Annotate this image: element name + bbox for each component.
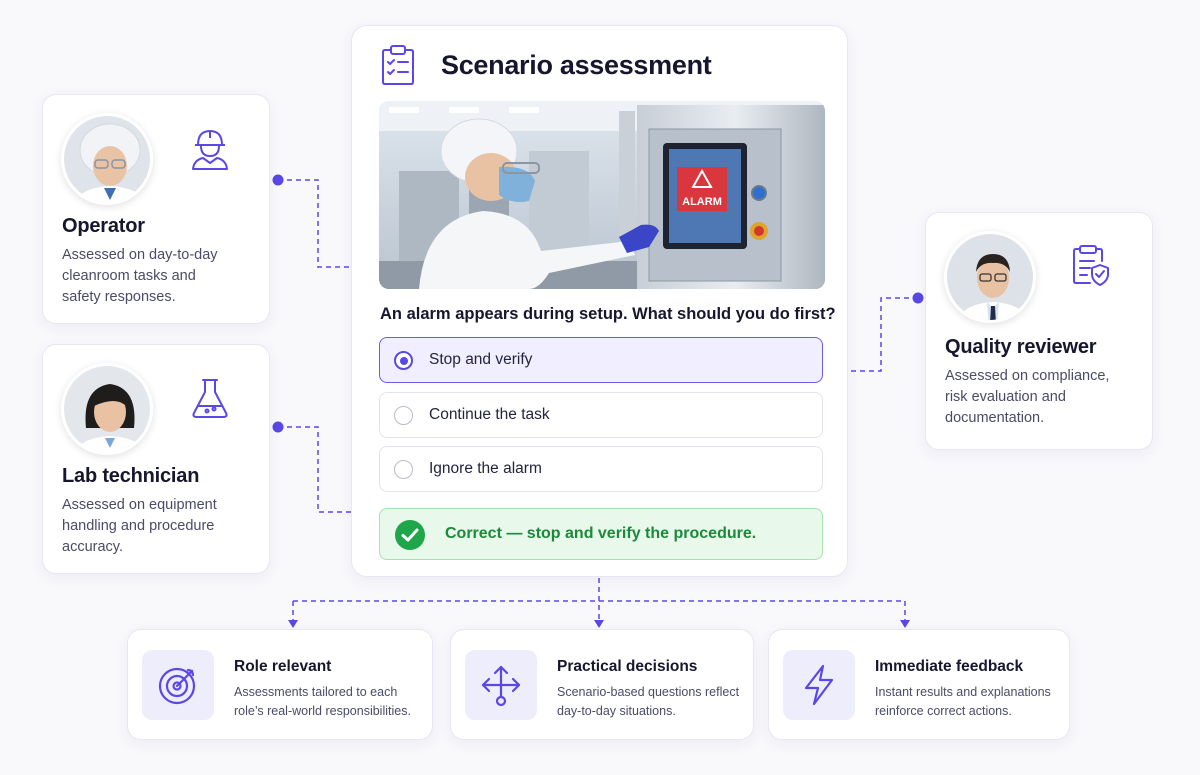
feature-icon-box	[465, 650, 537, 720]
option-continue-the-task[interactable]: Continue the task	[379, 392, 823, 438]
feature-description: Instant results and explanations reinfor…	[875, 685, 1051, 718]
option-label: Continue the task	[429, 406, 550, 423]
feature-description: Assessments tailored to each role’s real…	[234, 685, 411, 718]
option-radio-selected[interactable]	[394, 351, 413, 370]
feature-icon-box	[142, 650, 214, 720]
scenario-assessment-card: Scenario assessment	[351, 25, 848, 577]
lightning-icon	[804, 664, 834, 706]
operator-description: Assessed on day-to-day cleanroom tasks a…	[62, 247, 218, 305]
option-radio[interactable]	[394, 406, 413, 425]
connector-dot-operator	[272, 174, 284, 186]
lab-technician-avatar	[61, 363, 153, 455]
scenario-image: ALARM	[379, 101, 825, 289]
option-ignore-the-alarm[interactable]: Ignore the alarm	[379, 446, 823, 492]
feature-card-role-relevant: Role relevant Assessments tailored to ea…	[127, 629, 433, 740]
page-title: Scenario assessment	[441, 50, 712, 80]
connector-dot-lab-technician	[272, 421, 284, 433]
scenario-question: An alarm appears during setup. What shou…	[380, 305, 836, 323]
operator-title: Operator	[62, 215, 145, 237]
connector-dot-quality-reviewer	[912, 292, 924, 304]
document-shield-icon	[1073, 245, 1109, 286]
operator-avatar	[61, 113, 153, 205]
lab-technician-description: Assessed on equipment handling and proce…	[62, 497, 217, 555]
feature-description: Scenario-based questions reflect day-to-…	[557, 685, 740, 718]
feedback-text: Correct — stop and verify the procedure.	[445, 525, 757, 542]
lab-technician-title: Lab technician	[62, 465, 200, 487]
hard-hat-worker-icon	[192, 130, 228, 170]
quality-reviewer-description: Assessed on compliance, risk evaluation …	[945, 368, 1110, 426]
feature-title: Immediate feedback	[875, 658, 1024, 675]
flask-icon	[192, 379, 228, 418]
feature-title: Role relevant	[234, 658, 332, 675]
check-circle-icon	[395, 520, 425, 550]
quality-reviewer-avatar	[944, 231, 1036, 323]
arrows-split-icon	[481, 665, 521, 707]
role-card-lab-technician: Lab technician Assessed on equipment han…	[42, 344, 270, 574]
option-stop-and-verify[interactable]: Stop and verify	[379, 337, 823, 383]
feature-card-immediate-feedback: Immediate feedback Instant results and e…	[768, 629, 1070, 740]
clipboard-checklist-icon	[382, 45, 414, 85]
role-card-quality-reviewer: Quality reviewer Assessed on compliance,…	[925, 212, 1153, 450]
role-card-operator: Operator Assessed on day-to-day cleanroo…	[42, 94, 270, 324]
option-radio[interactable]	[394, 460, 413, 479]
option-label: Stop and verify	[429, 351, 533, 368]
feature-title: Practical decisions	[557, 658, 698, 675]
feature-icon-box	[783, 650, 855, 720]
alarm-screen-label: ALARM	[682, 196, 722, 208]
feature-card-practical-decisions: Practical decisions Scenario-based quest…	[450, 629, 754, 740]
quality-reviewer-title: Quality reviewer	[945, 336, 1097, 358]
option-label: Ignore the alarm	[429, 460, 542, 477]
target-icon	[158, 667, 196, 705]
feedback-banner: Correct — stop and verify the procedure.	[379, 508, 823, 560]
